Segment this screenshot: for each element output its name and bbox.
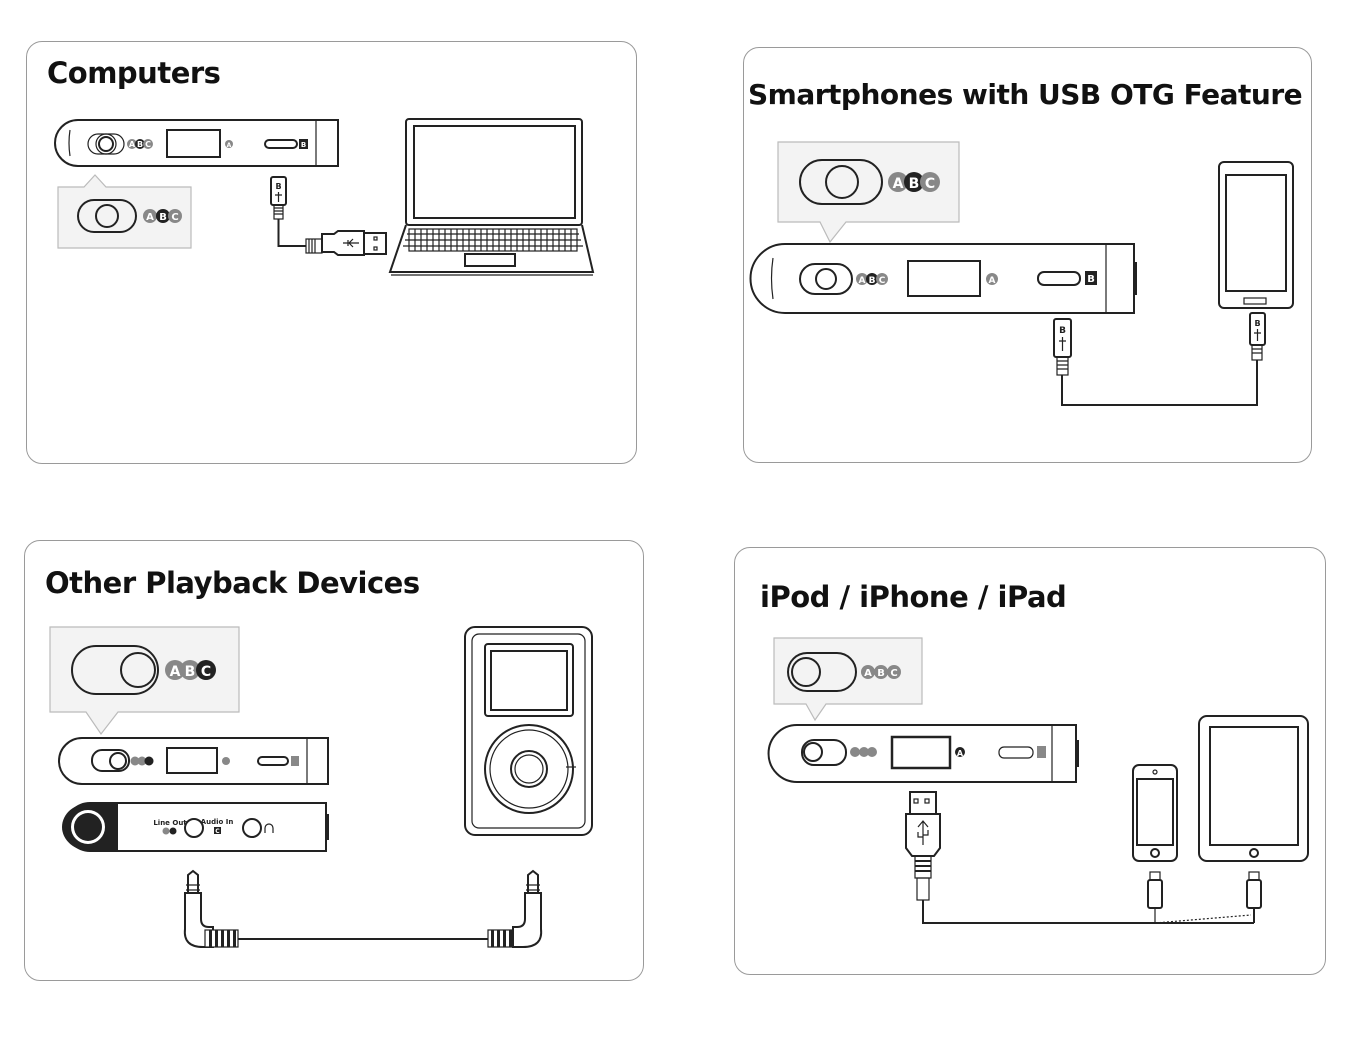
svg-text:A: A: [859, 276, 866, 286]
svg-text:C: C: [890, 668, 897, 679]
label-c: C: [145, 140, 151, 149]
smartphone-icon: [1218, 161, 1294, 309]
usb-cable-computer: B: [270, 176, 387, 256]
music-player-icon: [464, 626, 593, 836]
port-b-label: B: [301, 141, 306, 149]
headphone-icon: [264, 823, 274, 833]
svg-text:C: C: [215, 828, 220, 835]
svg-text:C: C: [879, 276, 886, 286]
svg-text:C: C: [201, 664, 211, 680]
svg-text:C: C: [925, 176, 935, 192]
switch-callout-bubble-3: A B C: [49, 626, 240, 736]
svg-text:A: A: [146, 212, 154, 223]
svg-text:B: B: [1087, 274, 1095, 285]
usb-a-connector-icon: [905, 791, 1254, 924]
svg-text:B: B: [869, 276, 876, 286]
svg-text:A: A: [989, 276, 996, 286]
connector-b-label: B: [275, 182, 281, 191]
svg-text:A: A: [957, 749, 964, 758]
line-out-label: Line Out: [153, 819, 187, 827]
dac-device-top-view-4: A: [767, 724, 1079, 783]
switch-callout-bubble-4: A B C: [773, 637, 923, 722]
dac-device-top-view-2: A B C A B: [749, 243, 1137, 314]
ipad-icon: [1198, 715, 1309, 862]
panel-title-computers: Computers: [47, 56, 221, 90]
usb-icon: [343, 238, 359, 248]
dac-device-side-view: Line Out Audio In C: [62, 802, 329, 852]
svg-text:B: B: [185, 664, 196, 680]
svg-text:B: B: [1059, 326, 1066, 336]
iphone-icon: [1132, 764, 1178, 862]
dac-device-top-view-3: [58, 737, 329, 785]
svg-text:A: A: [893, 176, 904, 192]
port-a-label: A: [227, 142, 232, 149]
audio-in-label: Audio In: [201, 818, 234, 826]
dac-device-top-view: A B C A B: [54, 119, 339, 167]
usb-icon: [917, 820, 929, 845]
panel-ipod: [734, 547, 1326, 975]
abc-switch-label: A B C: [127, 139, 153, 149]
panel-title-playback: Other Playback Devices: [45, 566, 420, 600]
svg-text:C: C: [171, 212, 178, 223]
audio-jack-icon: [183, 869, 543, 948]
otg-cable: B B: [1053, 312, 1266, 406]
svg-text:B: B: [909, 176, 920, 192]
svg-text:A: A: [170, 664, 181, 680]
label-a: A: [129, 140, 136, 149]
panel-title-smartphones: Smartphones with USB OTG Feature: [748, 78, 1303, 111]
switch-callout-bubble-2: A B C: [777, 141, 960, 244]
panel-smartphones: [743, 47, 1312, 463]
lightning-connector-icon: [1147, 871, 1262, 923]
svg-text:B: B: [159, 212, 167, 223]
svg-text:B: B: [1254, 319, 1260, 328]
switch-callout-bubble: A B C: [57, 174, 192, 249]
svg-text:A: A: [864, 668, 872, 679]
svg-text:B: B: [877, 668, 885, 679]
label-b: B: [137, 140, 143, 149]
laptop-icon: [388, 118, 595, 276]
panel-title-ipod: iPod / iPhone / iPad: [760, 580, 1067, 614]
